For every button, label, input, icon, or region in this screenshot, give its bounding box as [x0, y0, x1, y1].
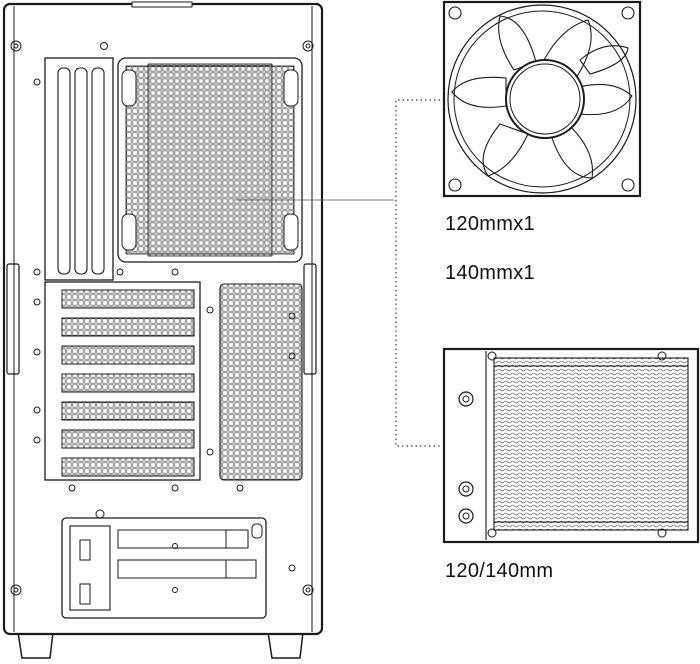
- fan-hub: [505, 59, 585, 139]
- leader-lines: [236, 99, 440, 447]
- radiator-fins: [493, 357, 689, 531]
- case-foot-left: [17, 631, 54, 659]
- io-shield: [44, 57, 114, 281]
- case-foot-right: [267, 631, 304, 659]
- radiator-port-bottom: [458, 508, 474, 524]
- side-handle-right: [303, 263, 317, 375]
- fan-icon: [442, 0, 642, 198]
- label-fan-120mm: 120mmx1: [445, 213, 535, 235]
- psu-bracket: [61, 517, 267, 619]
- fan-blades: [451, 15, 633, 179]
- rear-fan-mount: [117, 57, 303, 263]
- case-rear-panel: [2, 1, 324, 659]
- radiator-port-top: [458, 391, 474, 407]
- radiator-port-middle: [458, 481, 474, 497]
- label-fan-140mm: 140mmx1: [445, 262, 535, 284]
- expansion-slots: [44, 281, 201, 481]
- side-handle-left: [6, 263, 20, 375]
- leader-bracket: [395, 99, 440, 447]
- label-radiator-size: 120/140mm: [445, 560, 554, 582]
- case-screws: [10, 40, 314, 596]
- side-vent-mesh: [219, 283, 303, 481]
- radiator-icon: [442, 347, 700, 544]
